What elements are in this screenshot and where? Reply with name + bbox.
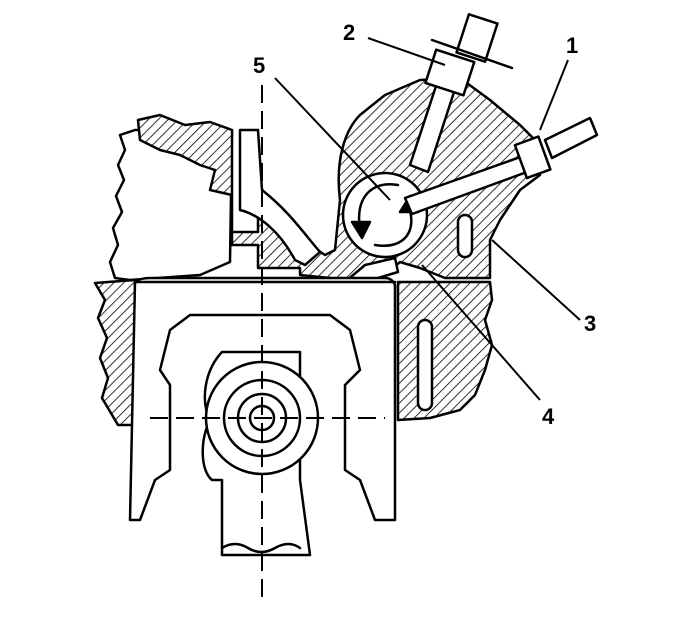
rod-break-line bbox=[220, 542, 302, 554]
coolant-slot-lower bbox=[416, 318, 434, 412]
callout-1: 1 bbox=[566, 33, 579, 58]
swirl-arrowhead-left bbox=[350, 220, 372, 240]
callout-5: 5 bbox=[253, 53, 266, 78]
leader-line-5 bbox=[274, 77, 391, 201]
coolant-slot-upper bbox=[456, 213, 474, 259]
callout-3: 3 bbox=[584, 311, 597, 336]
left-cylinder-wall bbox=[93, 278, 137, 427]
callout-2: 2 bbox=[343, 20, 356, 45]
leader-line-4 bbox=[421, 264, 541, 401]
leader-line-3 bbox=[491, 239, 581, 321]
leader-line-2 bbox=[367, 37, 446, 66]
right-cylinder-wall bbox=[396, 280, 494, 422]
callout-4: 4 bbox=[542, 404, 555, 429]
fuel-injector bbox=[408, 13, 514, 174]
leader-line-1 bbox=[539, 59, 569, 131]
intake-port bbox=[238, 128, 322, 267]
swirl-arrow-left bbox=[357, 182, 400, 230]
left-block-outline bbox=[108, 128, 234, 282]
glow-plug bbox=[403, 116, 599, 216]
